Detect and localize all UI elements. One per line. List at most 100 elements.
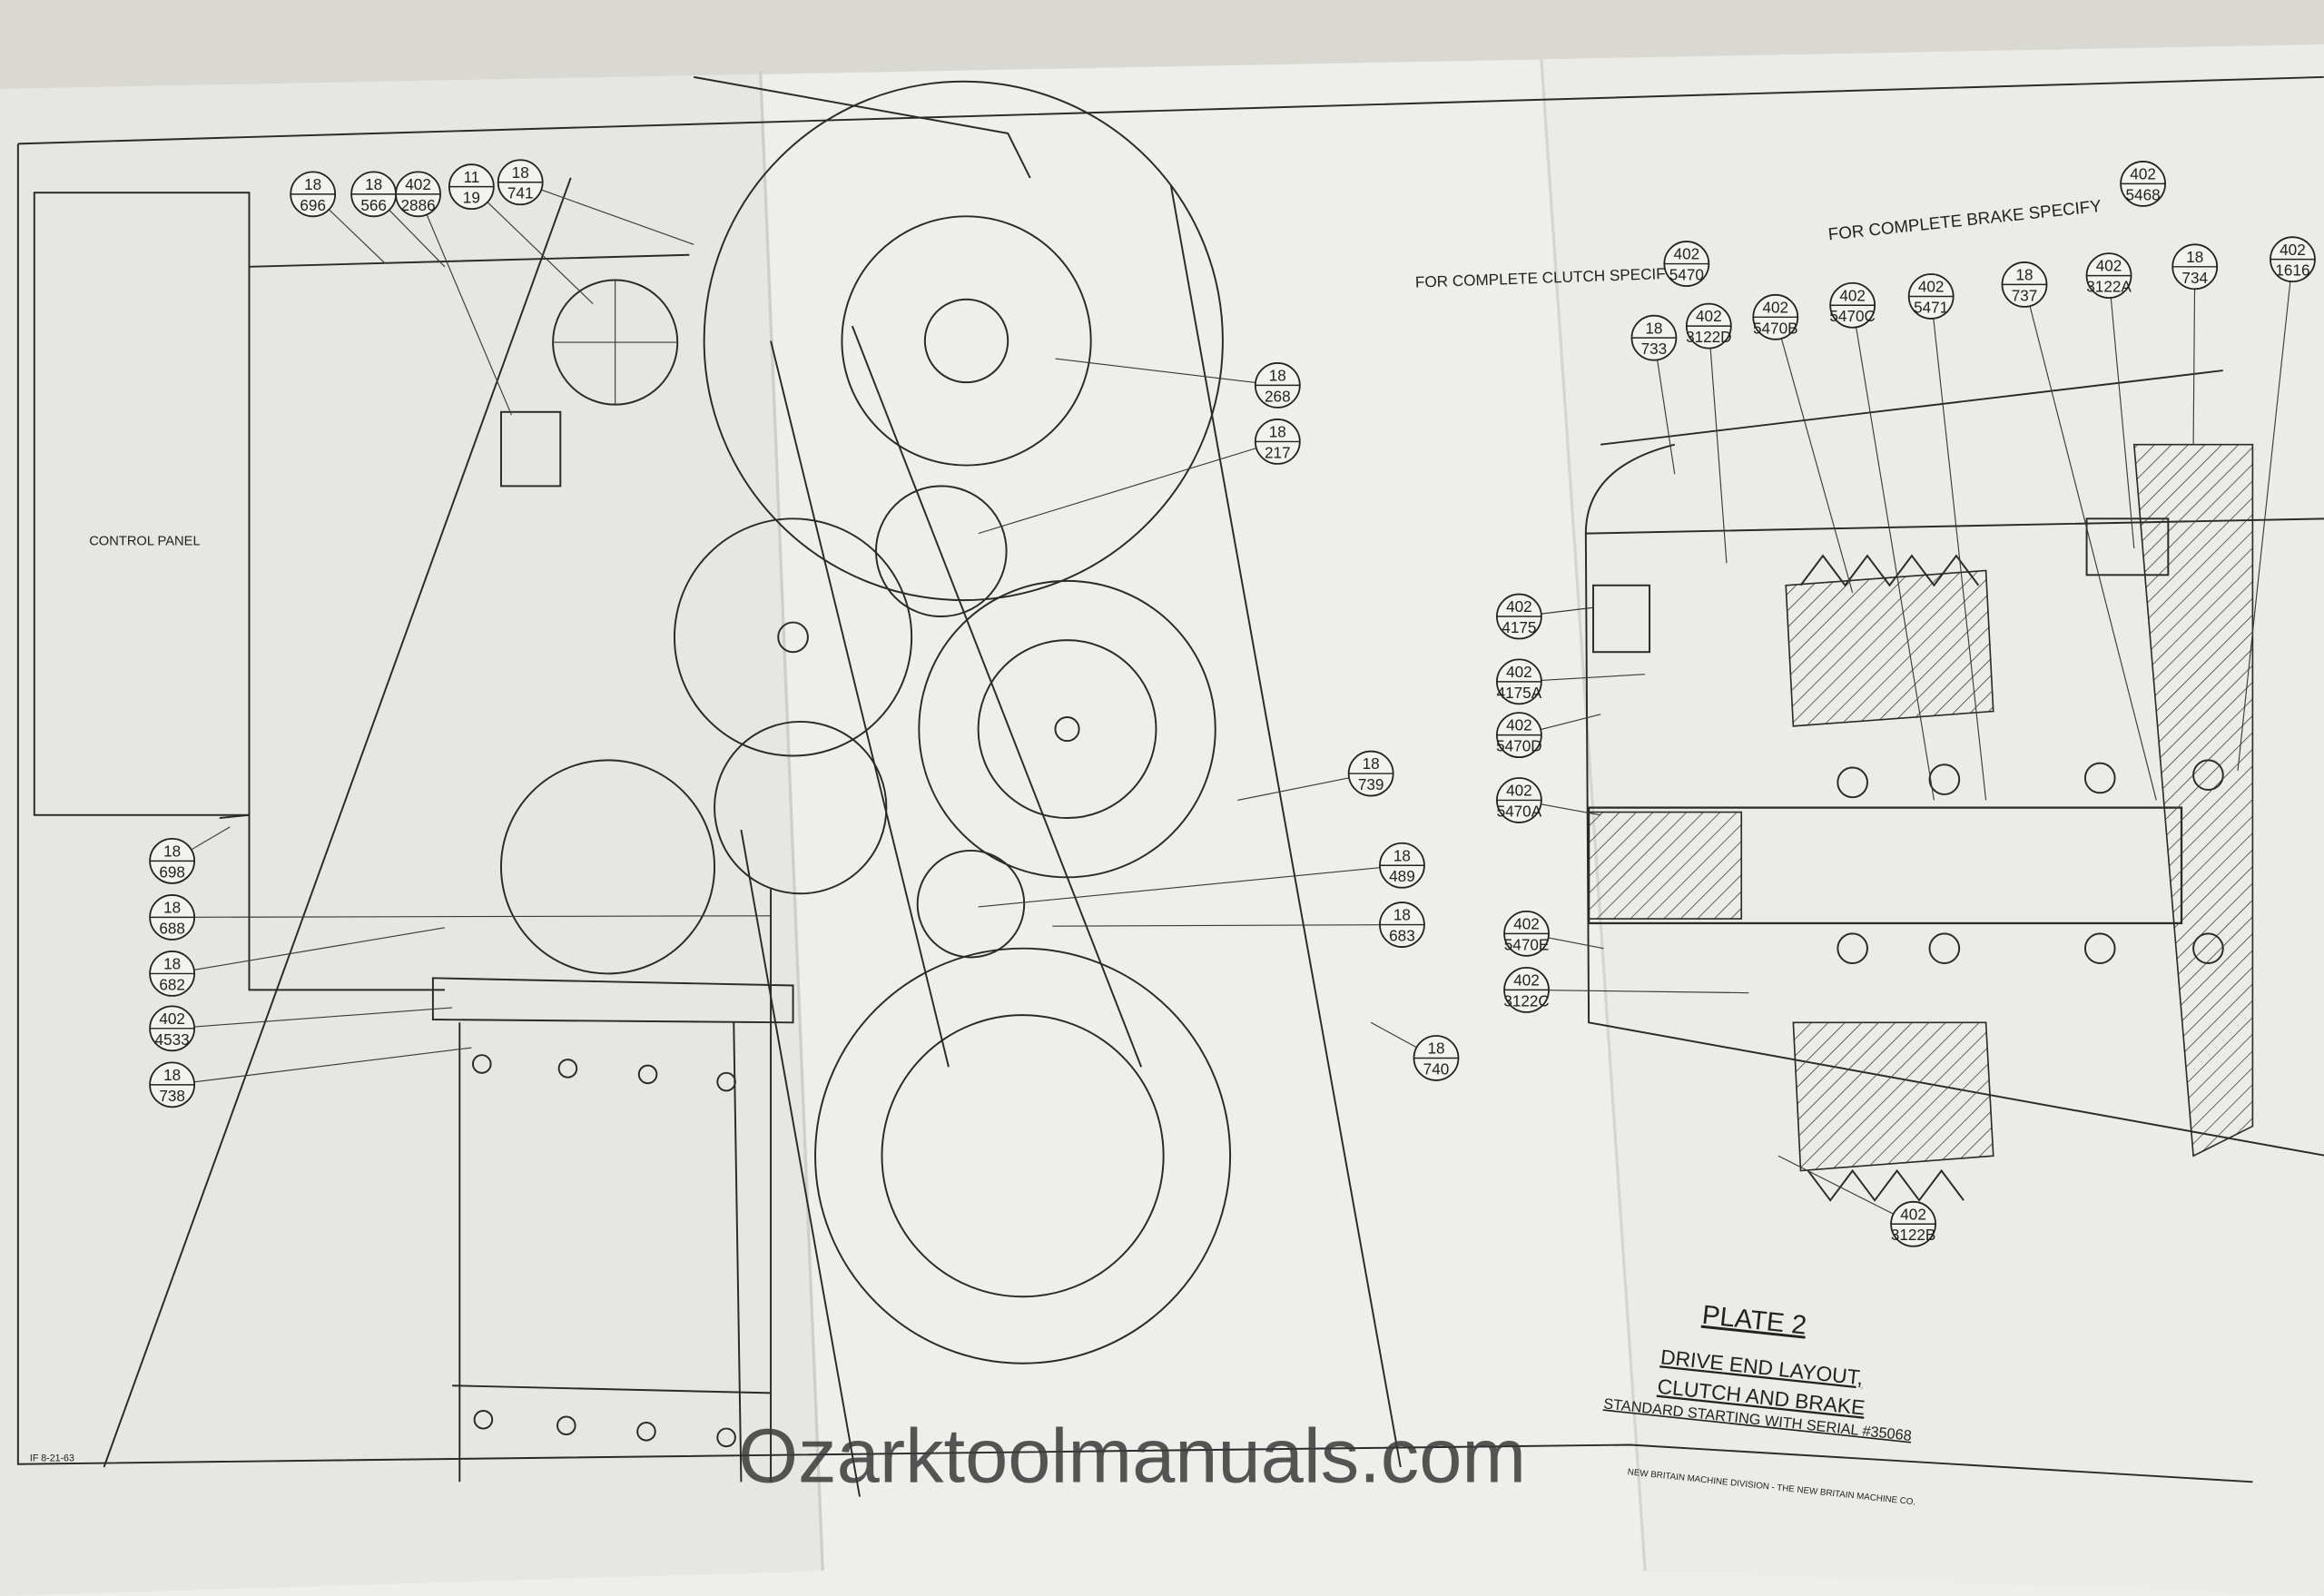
leader-line [978,448,1257,535]
balloon-bottom: 698 [159,862,185,881]
balloon-bottom: 5470D [1496,737,1541,755]
balloon-top: 18 [1427,1039,1444,1058]
balloon-top: 402 [1506,663,1532,681]
balloon-bottom: 740 [1423,1059,1450,1078]
leader-line [191,826,231,851]
balloon-bottom: 5468 [2126,185,2161,203]
paper-fold-left [0,74,823,1596]
balloon-bottom: 5471 [1914,298,1948,316]
balloon-top: 18 [304,175,321,193]
watermark: Ozarktoolmanuals.com [738,1412,1526,1498]
balloon-top: 402 [1506,597,1532,616]
balloon-top: 402 [159,1010,185,1028]
leader-line [426,214,512,416]
motor-cover [552,279,679,406]
balloon-bottom: 5470E [1504,935,1550,953]
leader-line [1549,990,1749,994]
balloon-top: 18 [1269,367,1286,385]
drawing-border [16,75,2324,1483]
balloon-top: 18 [2186,248,2203,266]
balloon-top: 402 [1513,914,1540,932]
balloon-bottom: 217 [1265,443,1291,461]
balloon-top: 18 [2015,266,2033,284]
pulleys [500,80,1232,1497]
fold-crease [759,71,824,1571]
cabinet-outline [219,253,690,991]
callout-balloon: 402 5470C [1829,281,1935,801]
balloon-bottom: 1616 [2275,261,2309,280]
balloon-bottom: 3122C [1503,991,1549,1010]
leader-line [541,189,694,245]
solenoid [500,410,562,488]
balloon-bottom: 3122A [2086,278,2132,296]
balloon-top: 18 [163,1066,181,1084]
balloon-top: 18 [512,163,529,182]
motor-base [431,889,794,1483]
balloon-bottom: 5470B [1753,319,1798,337]
leader-line [978,867,1381,908]
leader-line [1237,777,1350,802]
balloon-top: 18 [163,842,181,860]
leader-line [1780,338,1854,594]
leader-line [1541,606,1594,615]
balloon-top: 18 [365,175,382,193]
leader-line [2192,289,2196,445]
leader-line [1856,327,1935,801]
balloon-bottom: 741 [507,184,534,202]
balloon-top: 18 [163,899,181,917]
balloon-top: 18 [1363,754,1380,773]
balloon-bottom: 696 [300,196,326,214]
balloon-bottom: 5470A [1497,802,1542,820]
leader-line [389,209,446,268]
balloon-bottom: 682 [159,975,185,993]
callout-balloon: 402 5470E [1503,910,1604,957]
leader-line [1541,674,1646,681]
leader-line [2237,281,2291,771]
callout-balloon: 402 3122B [1777,1155,1936,1247]
leader-line [194,915,772,918]
balloon-top: 18 [163,955,181,973]
balloon-bottom: 5470 [1669,266,1704,284]
balloon-bottom: 3122B [1891,1226,1936,1244]
clutch-brake-section [1584,369,2324,1202]
balloon-bottom: 268 [1265,387,1291,405]
balloon-bottom: 2886 [401,196,436,214]
leader-line [487,202,594,305]
leader-line [1548,937,1604,950]
balloon-top: 402 [1506,716,1532,734]
leader-line [1541,803,1601,816]
leader-line [1709,348,1728,564]
balloon-bottom: 489 [1389,867,1415,885]
balloon-top: 402 [1918,278,1945,296]
control-panel-label: CONTROL PANEL [89,535,200,549]
machine-frame [103,75,1402,1468]
mount-bolts [471,1054,736,1448]
leader-line [2029,305,2157,801]
leader-line [193,1007,453,1028]
balloon-bottom: 5470C [1829,307,1875,325]
balloon-bottom: 738 [159,1087,185,1105]
leader-line [1540,714,1601,731]
balloon-top: 402 [1839,286,1866,304]
leader-line [1370,1021,1417,1049]
balloon-bottom: 4175A [1497,684,1542,702]
balloon-bottom: 683 [1389,927,1415,945]
balloon-top: 402 [1900,1205,1926,1223]
callout-balloon: 402 5470D [1496,712,1601,759]
balloon-bottom: 734 [2181,269,2208,287]
callout-balloon: 18 696 [290,171,387,264]
